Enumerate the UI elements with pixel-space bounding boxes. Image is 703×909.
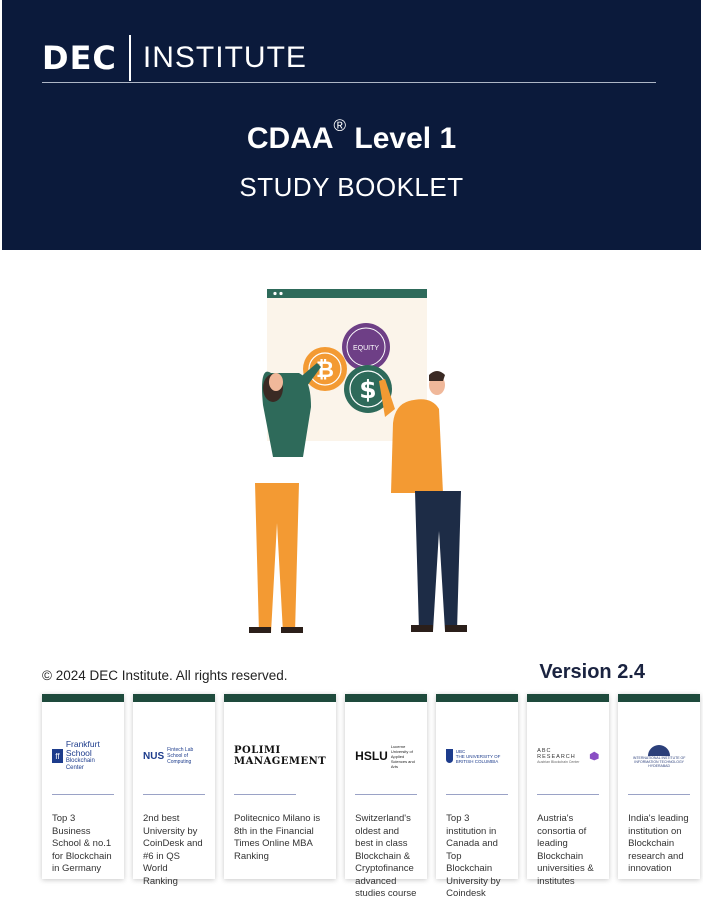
partner-description: Austria's consortia of leading Blockchai… — [537, 813, 594, 887]
logo-subtext: Fintech Lab School of Computing — [167, 747, 194, 765]
card-divider — [446, 794, 509, 795]
registered-mark: ® — [333, 116, 347, 135]
partner-cards: ff Frankfurt School Blockchain Center To… — [42, 694, 701, 899]
partner-card-polimi: POLIMI MANAGEMENT Politecnico Milano is … — [224, 694, 337, 879]
equity-coin — [342, 323, 390, 371]
title-name: CDAA — [246, 122, 334, 155]
partner-description: Switzerland's oldest and best in class B… — [355, 813, 417, 899]
partner-card-nus: NUS Fintech Lab School of Computing 2nd … — [133, 694, 215, 887]
dollar-coin — [344, 365, 392, 413]
logo-text: HSLU — [355, 749, 388, 763]
booklet-subtitle: STUDY BOOKLET — [239, 172, 464, 202]
partner-description: India's leading institution on Blockchai… — [628, 813, 689, 874]
logo-subtext: Lucerne University of Applied Sciences a… — [390, 743, 415, 769]
brand-institute: INSTITUTE — [142, 41, 307, 74]
card-divider — [628, 794, 691, 795]
dec-institute-logo: DEC INSTITUTE — [42, 34, 307, 82]
version-label: Version 2.4 — [539, 661, 645, 683]
people-with-finance-board-illustration: EQUITY ₿ $ — [249, 289, 467, 633]
brand-divider — [128, 35, 131, 81]
card-divider — [143, 794, 205, 795]
logo-subtext: Blockchain Center — [65, 758, 95, 771]
logo-text: Frankfurt School — [65, 739, 100, 758]
partner-card-iiit: INTERNATIONAL INSTITUTE OF INFORMATION T… — [618, 694, 701, 879]
logo-subtext: HYDERABAD — [648, 763, 671, 768]
card-divider — [234, 794, 296, 795]
partner-card-frankfurt: ff Frankfurt School Blockchain Center To… — [42, 694, 124, 879]
equity-label: EQUITY — [353, 345, 379, 352]
ubc-logo: UBC THE UNIVERSITY OF BRITISH COLUMBIA — [446, 724, 508, 788]
bitcoin-symbol: ₿ — [316, 358, 334, 383]
partner-card-hslu: HSLU Lucerne University of Applied Scien… — [345, 694, 428, 899]
logo-text: UBC — [455, 748, 466, 754]
polimi-logo: POLIMI MANAGEMENT — [234, 724, 326, 788]
title-level: Level 1 — [346, 122, 457, 155]
iiit-dome-icon — [648, 744, 671, 756]
nus-logo: NUS Fintech Lab School of Computing — [143, 724, 205, 788]
partner-card-ubc: UBC THE UNIVERSITY OF BRITISH COLUMBIA T… — [436, 694, 519, 899]
partner-description: Top 3 Business School & no.1 for Blockch… — [52, 813, 112, 874]
cover-header: DEC INSTITUTE CDAA® Level 1 STUDY BOOKLE… — [2, 0, 701, 250]
abc-cube-icon — [589, 751, 599, 761]
logo-text: NUS — [143, 750, 165, 762]
iiit-logo: INTERNATIONAL INSTITUTE OF INFORMATION T… — [628, 724, 690, 788]
card-divider — [52, 794, 114, 795]
logo-subtext: THE UNIVERSITY OF BRITISH COLUMBIA — [455, 753, 501, 764]
partner-description: Politecnico Milano is 8th in the Financi… — [234, 813, 321, 862]
logo-text: INTERNATIONAL INSTITUTE OF INFORMATION T… — [632, 755, 686, 764]
dollar-symbol: $ — [359, 375, 376, 404]
man-figure — [379, 371, 467, 632]
partner-description: Top 3 institution in Canada and Top Bloc… — [446, 813, 501, 899]
ubc-crest-icon — [446, 749, 453, 763]
logo-text: POLIMI MANAGEMENT — [234, 745, 327, 767]
woman-figure — [249, 363, 321, 633]
hslu-logo: HSLU Lucerne University of Applied Scien… — [355, 724, 417, 788]
partner-card-abc: ABC RESEARCH Austrian Blockchain Center … — [527, 694, 610, 887]
logo-text: ABC RESEARCH — [537, 748, 576, 760]
frankfurt-icon: ff — [52, 749, 63, 763]
board-top-bar — [267, 289, 427, 298]
logo-subtext: Austrian Blockchain Center — [537, 760, 580, 764]
card-divider — [537, 794, 600, 795]
abc-research-logo: ABC RESEARCH Austrian Blockchain Center — [537, 724, 599, 788]
partner-description: 2nd best University by CoinDesk and #6 i… — [143, 813, 203, 887]
copyright-notice: © 2024 DEC Institute. All rights reserve… — [42, 668, 288, 683]
booklet-title: CDAA® Level 1 — [2, 116, 701, 156]
header-divider — [42, 82, 656, 83]
brand-dec: DEC — [42, 39, 117, 77]
frankfurt-school-logo: ff Frankfurt School Blockchain Center — [52, 724, 114, 788]
card-divider — [355, 794, 418, 795]
